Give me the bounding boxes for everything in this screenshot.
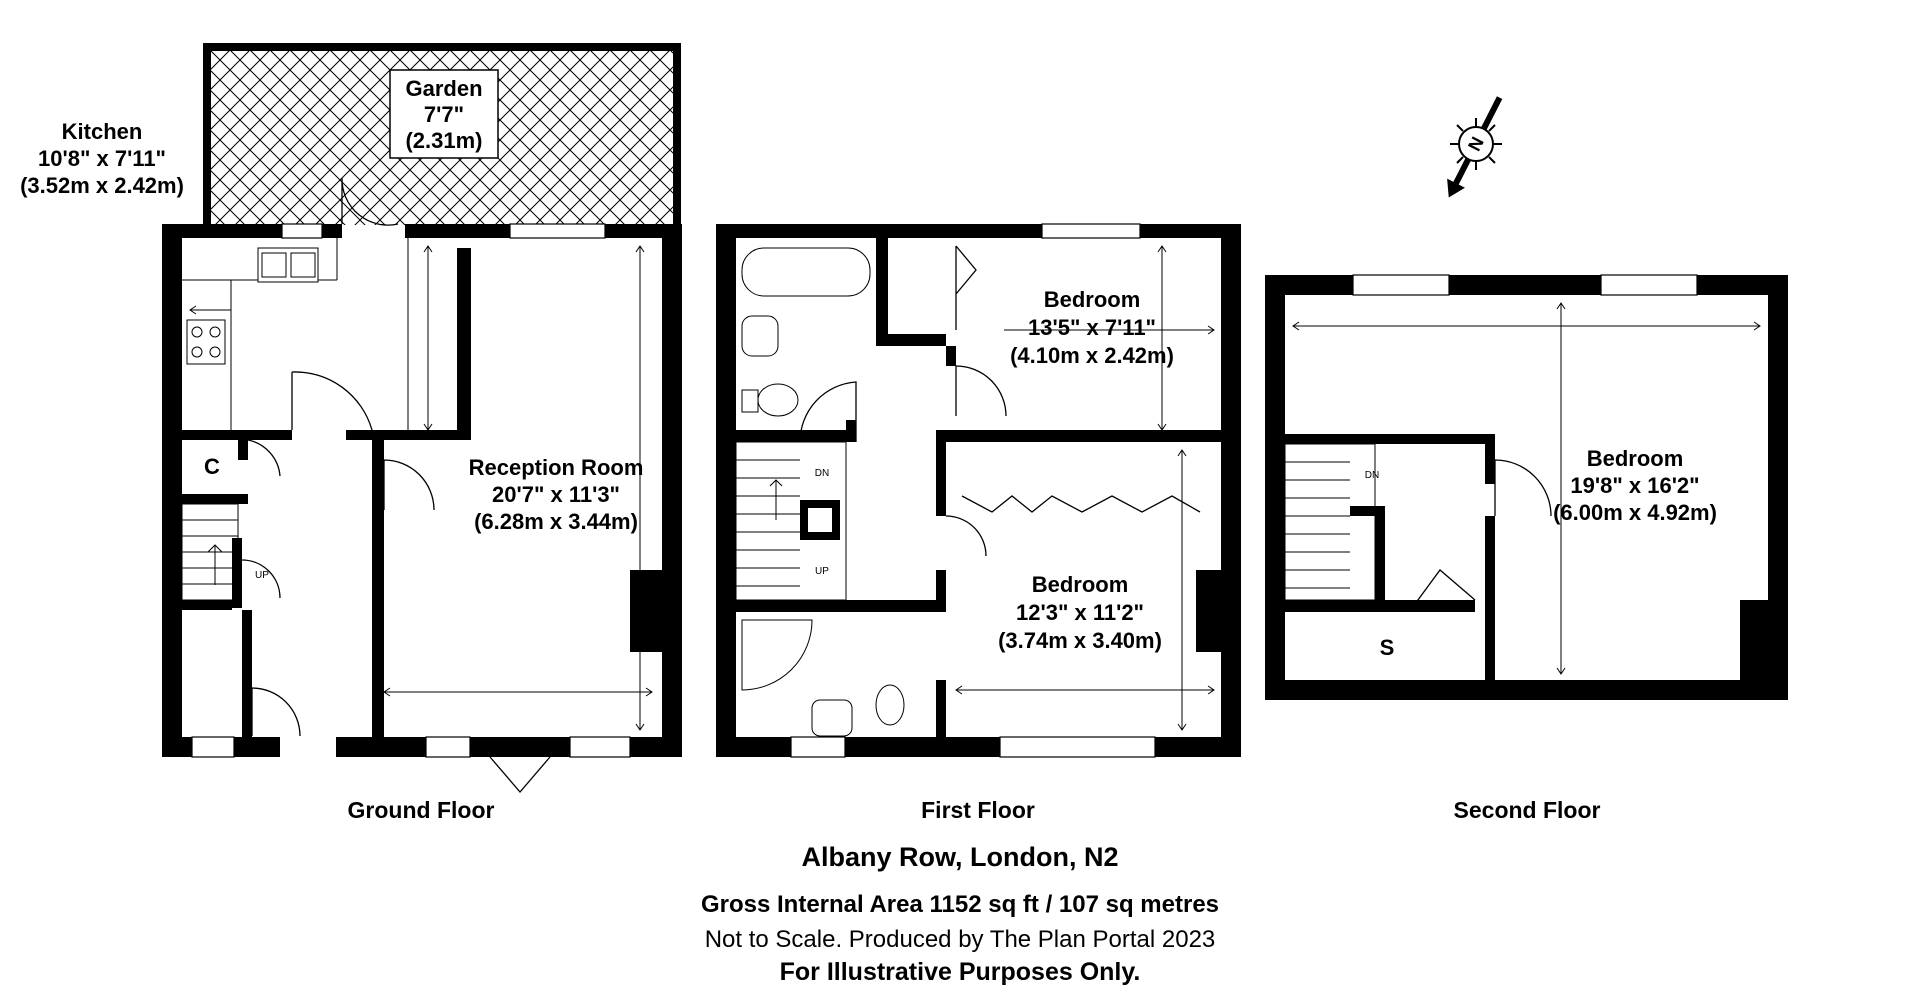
disclaimer-note: For Illustrative Purposes Only. [779, 958, 1141, 986]
ground-floor-plan: Garden 7'7" (2.31m) [20, 43, 682, 823]
first-floor-stair-newel [808, 508, 832, 532]
first-floor-walls [716, 224, 1241, 757]
kitchen-name: Kitchen [62, 119, 143, 144]
reception-dim-imperial: 20'7" x 11'3" [492, 482, 620, 507]
garden-name: Garden [405, 76, 482, 101]
ground-floor-label: Ground Floor [348, 797, 495, 823]
storage-label: S [1380, 635, 1395, 660]
first-stairs-down-label: DN [815, 468, 829, 479]
reception-dim-metric: (6.28m x 3.44m) [474, 509, 638, 534]
second-bedroom-dim-imperial: 19'8" x 16'2" [1570, 473, 1699, 498]
second-floor-measure-arrows [1292, 302, 1761, 675]
first-floor-label: First Floor [921, 797, 1035, 823]
ground-floor-doors [241, 177, 551, 793]
bedroom-front-name: Bedroom [1032, 572, 1129, 597]
producer-note: Not to Scale. Produced by The Plan Porta… [704, 926, 1216, 953]
ground-floor-measure-arrows [189, 245, 653, 731]
garden-label-box [389, 69, 499, 159]
kitchen-fittings [182, 238, 409, 430]
second-stairs-down-label: DN [1365, 470, 1379, 481]
bedroom-front-dim-imperial: 12'3" x 11'2" [1016, 600, 1144, 625]
garden-dim-imperial: 7'7" [424, 102, 464, 127]
first-floor-doors [799, 245, 1201, 557]
first-floor-plan: DN UP Bedroom 13'5" x 7'11" (4.10m x 2.4… [716, 223, 1241, 823]
bedroom-front-dim-metric: (3.74m x 3.40m) [998, 628, 1162, 653]
bedroom-rear-dim-imperial: 13'5" x 7'11" [1028, 315, 1156, 340]
kitchen-dim-imperial: 10'8" x 7'11" [38, 146, 166, 171]
compass-rose-icon: N [1447, 96, 1503, 198]
property-address: Albany Row, London, N2 [801, 842, 1119, 872]
gross-internal-area: Gross Internal Area 1152 sq ft / 107 sq … [700, 891, 1220, 918]
second-floor-plan: DN S Bedroom 19'8" x 16'2" (6.00m x 4.92… [1265, 274, 1788, 823]
second-floor-label: Second Floor [1454, 797, 1601, 823]
cupboard-label: C [204, 454, 220, 479]
first-floor-bathroom-fittings [741, 247, 905, 737]
reception-name: Reception Room [469, 455, 644, 480]
ground-floor-walls [162, 224, 682, 757]
second-bedroom-name: Bedroom [1587, 446, 1684, 471]
second-floor-stairs [1284, 443, 1376, 601]
first-stairs-up-label: UP [815, 566, 829, 577]
first-floor-windows [790, 223, 1156, 758]
ground-stairs-up-label: UP [255, 570, 269, 581]
bedroom-rear-dim-metric: (4.10m x 2.42m) [1010, 343, 1174, 368]
kitchen-dim-metric: (3.52m x 2.42m) [20, 173, 184, 198]
second-bedroom-dim-metric: (6.00m x 4.92m) [1553, 500, 1717, 525]
first-floor-measure-arrows [955, 245, 1215, 731]
second-floor-doors [1414, 459, 1552, 605]
bedroom-rear-name: Bedroom [1044, 287, 1141, 312]
second-floor-windows [1352, 274, 1698, 296]
ground-floor-stairs [181, 503, 239, 601]
ground-floor-windows [191, 223, 631, 758]
second-floor-walls [1265, 275, 1788, 700]
first-floor-stairs [735, 441, 847, 601]
garden-dim-metric: (2.31m) [405, 128, 482, 153]
